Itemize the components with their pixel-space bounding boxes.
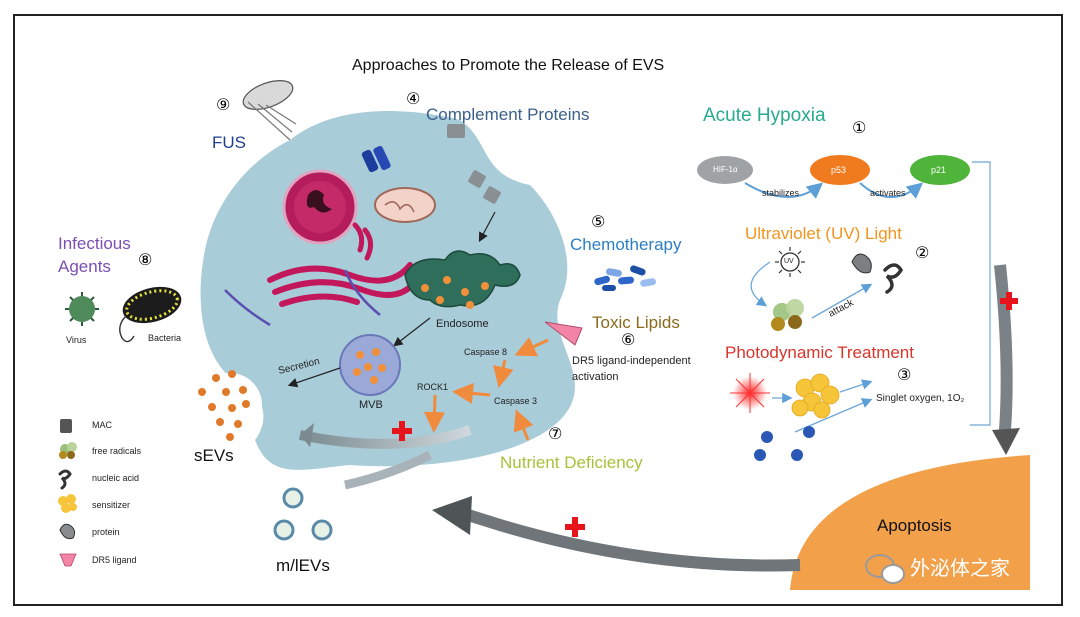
blebbing-arrow-upper — [299, 425, 472, 449]
fus-transducer — [242, 80, 297, 141]
red-cross-icon-bottom — [565, 517, 585, 537]
endosome — [404, 250, 521, 308]
p53-node — [810, 155, 870, 185]
p53-label: p53 — [831, 165, 847, 175]
chemo-label: Chemotherapy — [570, 235, 682, 254]
secretion-arrow — [287, 367, 341, 388]
legend-free-radicals-label: free radicals — [92, 446, 142, 456]
apoptosis-cell — [790, 455, 1030, 590]
apoptosis-return-arrow — [466, 509, 801, 572]
p21-node — [910, 155, 970, 185]
endosome-to-mvb-arrow — [393, 317, 431, 347]
legend-mac-label: MAC — [92, 420, 112, 430]
legend-mac-icon — [60, 419, 72, 433]
fus-number: ⑨ — [216, 97, 231, 114]
complement-arrow — [478, 211, 496, 243]
activates-arrow — [859, 182, 924, 199]
dr5-ligand-shape — [544, 321, 583, 346]
legend-protein-label: protein — [92, 527, 120, 537]
pathway-bracket — [970, 161, 991, 426]
uv-source-icon — [775, 247, 805, 277]
legend-nucleic-acid-label: nucleic acid — [92, 473, 140, 483]
lipid-to-caspase8-arrow — [514, 337, 549, 357]
to-apoptosis-arrow — [994, 264, 1013, 431]
mac-cylinders — [361, 124, 501, 204]
endoplasmic-reticulum — [267, 262, 418, 307]
uv-to-radicals-arrow — [750, 261, 771, 307]
complement-label: Complement Proteins — [426, 105, 590, 124]
singlet-oxygen-label: Singlet oxygen, 1O₂ — [876, 393, 965, 404]
pdt-label: Photodynamic Treatment — [725, 343, 914, 362]
endosome-label: Endosome — [436, 318, 489, 330]
dr5-activation-line2: activation — [572, 371, 619, 383]
oxygen-molecules — [754, 426, 815, 461]
attack-arrow — [811, 283, 873, 319]
legend-sensitizer-label: sensitizer — [92, 500, 131, 510]
nutrient-number: ⑦ — [548, 426, 563, 443]
caspase8-to-caspase3-arrow — [493, 359, 514, 388]
watermark-text: 外泌体之家 — [910, 556, 1010, 580]
hypoxia-number: ① — [852, 120, 867, 137]
legend-sensitizer-icon — [58, 494, 77, 513]
fus-label: FUS — [212, 133, 246, 152]
infectious-label-line2: Agents — [58, 257, 111, 276]
legend-protein-icon — [59, 523, 76, 540]
red-cross-icon — [392, 421, 412, 441]
stabilizes-arrow — [744, 182, 824, 199]
hif1a-label: HIF-1α — [713, 165, 738, 174]
p21-label: p21 — [931, 165, 947, 175]
mlevs-label: m/lEVs — [276, 556, 330, 575]
hif1a-node — [697, 156, 753, 184]
mvb-label: MVB — [359, 399, 383, 411]
uv-label: Ultraviolet (UV) Light — [745, 224, 902, 243]
lipids-number: ⑥ — [621, 332, 636, 349]
virus-label: Virus — [66, 335, 87, 345]
legend-free-radicals-icon — [59, 442, 77, 459]
mlevs-vesicles — [273, 487, 333, 541]
infectious-label-line1: Infectious — [58, 234, 131, 253]
pdt-number: ③ — [897, 367, 912, 384]
caspase3-label: Caspase 3 — [494, 396, 538, 406]
blebbing-arrow-lower — [344, 450, 433, 490]
dr5-activation-line1: DR5 ligand-independent — [572, 355, 691, 367]
infectious-number: ⑧ — [138, 252, 153, 269]
hypoxia-label: Acute Hypoxia — [703, 105, 826, 126]
uv-number: ② — [915, 245, 930, 262]
rock1-label: ROCK1 — [417, 382, 449, 392]
rock1-down-arrow — [423, 394, 445, 433]
stabilizes-label: stabilizes — [762, 188, 800, 198]
sensitizer-cluster — [791, 373, 840, 419]
endosome-vesicles — [421, 276, 489, 309]
virus-icon — [65, 292, 99, 326]
legend-nucleic-acid-icon — [58, 469, 72, 490]
complement-number: ④ — [406, 91, 421, 108]
uv-nucleic-acid-icon — [883, 263, 904, 294]
wechat-icon — [865, 554, 905, 584]
chromatin — [306, 190, 332, 213]
uv-symbol-label: UV — [784, 258, 794, 265]
apoptosis-label: Apoptosis — [877, 516, 952, 535]
nutrient-label: Nutrient Deficiency — [500, 453, 643, 472]
chemotherapy-pills-icon — [592, 263, 662, 293]
caspase3-to-rock1-arrow — [452, 382, 491, 404]
bacteria-label: Bacteria — [148, 333, 182, 343]
golgi — [352, 222, 373, 261]
figure-title: Approaches to Promote the Release of EVS — [352, 57, 665, 74]
uv-protein-icon — [851, 253, 872, 274]
chemo-number: ⑤ — [591, 214, 606, 231]
legend-dr5-ligand-label: DR5 ligand — [92, 555, 137, 565]
caspase8-label: Caspase 8 — [464, 347, 508, 357]
legend-dr5-ligand-icon — [59, 553, 77, 567]
activates-label: activates — [870, 188, 906, 198]
nutrient-arrow — [513, 409, 534, 441]
sevs-label: sEVs — [194, 446, 234, 465]
sevs-vesicles — [198, 370, 250, 441]
lipids-label: Toxic Lipids — [592, 313, 680, 332]
bacteria-icon — [119, 286, 182, 343]
red-cross-icon-right — [1000, 292, 1018, 310]
free-radicals-cluster — [771, 299, 804, 331]
